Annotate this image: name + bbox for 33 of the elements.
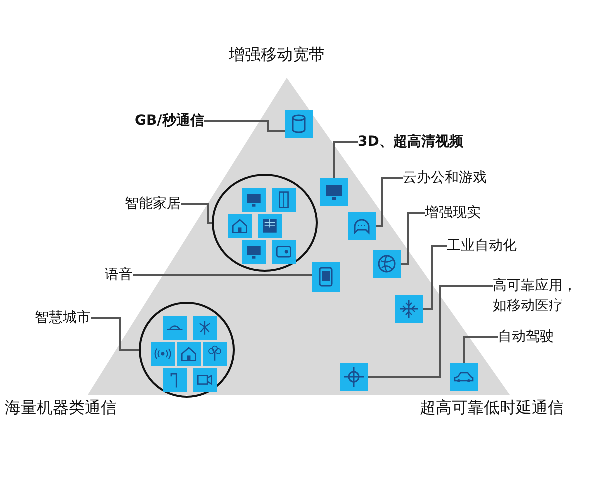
callout-text: GB/秒通信 (135, 111, 204, 131)
database-icon (285, 110, 313, 138)
callout-text: 3D、超高清视频 (358, 132, 464, 152)
callout-text: 高可靠应用，如移动医疗 (493, 276, 581, 316)
gamepad-icon (348, 212, 376, 240)
category-label: 海量机器类通信 (5, 398, 117, 419)
tablet-icon (312, 262, 340, 292)
leader-line (368, 285, 493, 378)
leader-line (423, 245, 447, 310)
leader-line (91, 317, 139, 351)
globe-icon (373, 250, 401, 278)
arrows-icon (395, 295, 423, 323)
callout-text: 工业自动化 (447, 236, 517, 256)
category-label: 增强移动宽带 (229, 45, 325, 66)
callout-text: 智慧城市 (35, 308, 91, 328)
car-icon (450, 363, 478, 391)
category-label: 超高可靠低时延通信 (420, 398, 564, 419)
icon-group-circle (139, 302, 235, 398)
leader-line (181, 203, 212, 224)
leader-line (376, 177, 403, 227)
callout-text: 语音 (105, 265, 133, 285)
leader-line (463, 336, 498, 363)
callout-text: 自动驾驶 (498, 327, 554, 347)
icon-group-circle (212, 174, 318, 272)
crosshair-icon (340, 363, 368, 391)
callout-text: 云办公和游戏 (403, 168, 487, 188)
leader-line (133, 274, 312, 276)
callout-text: 智能家居 (125, 194, 181, 214)
monitor-icon (320, 178, 348, 206)
leader-line (333, 141, 358, 178)
callout-text: 增强现实 (425, 203, 481, 223)
leader-line (401, 212, 425, 265)
leader-line (204, 120, 285, 132)
